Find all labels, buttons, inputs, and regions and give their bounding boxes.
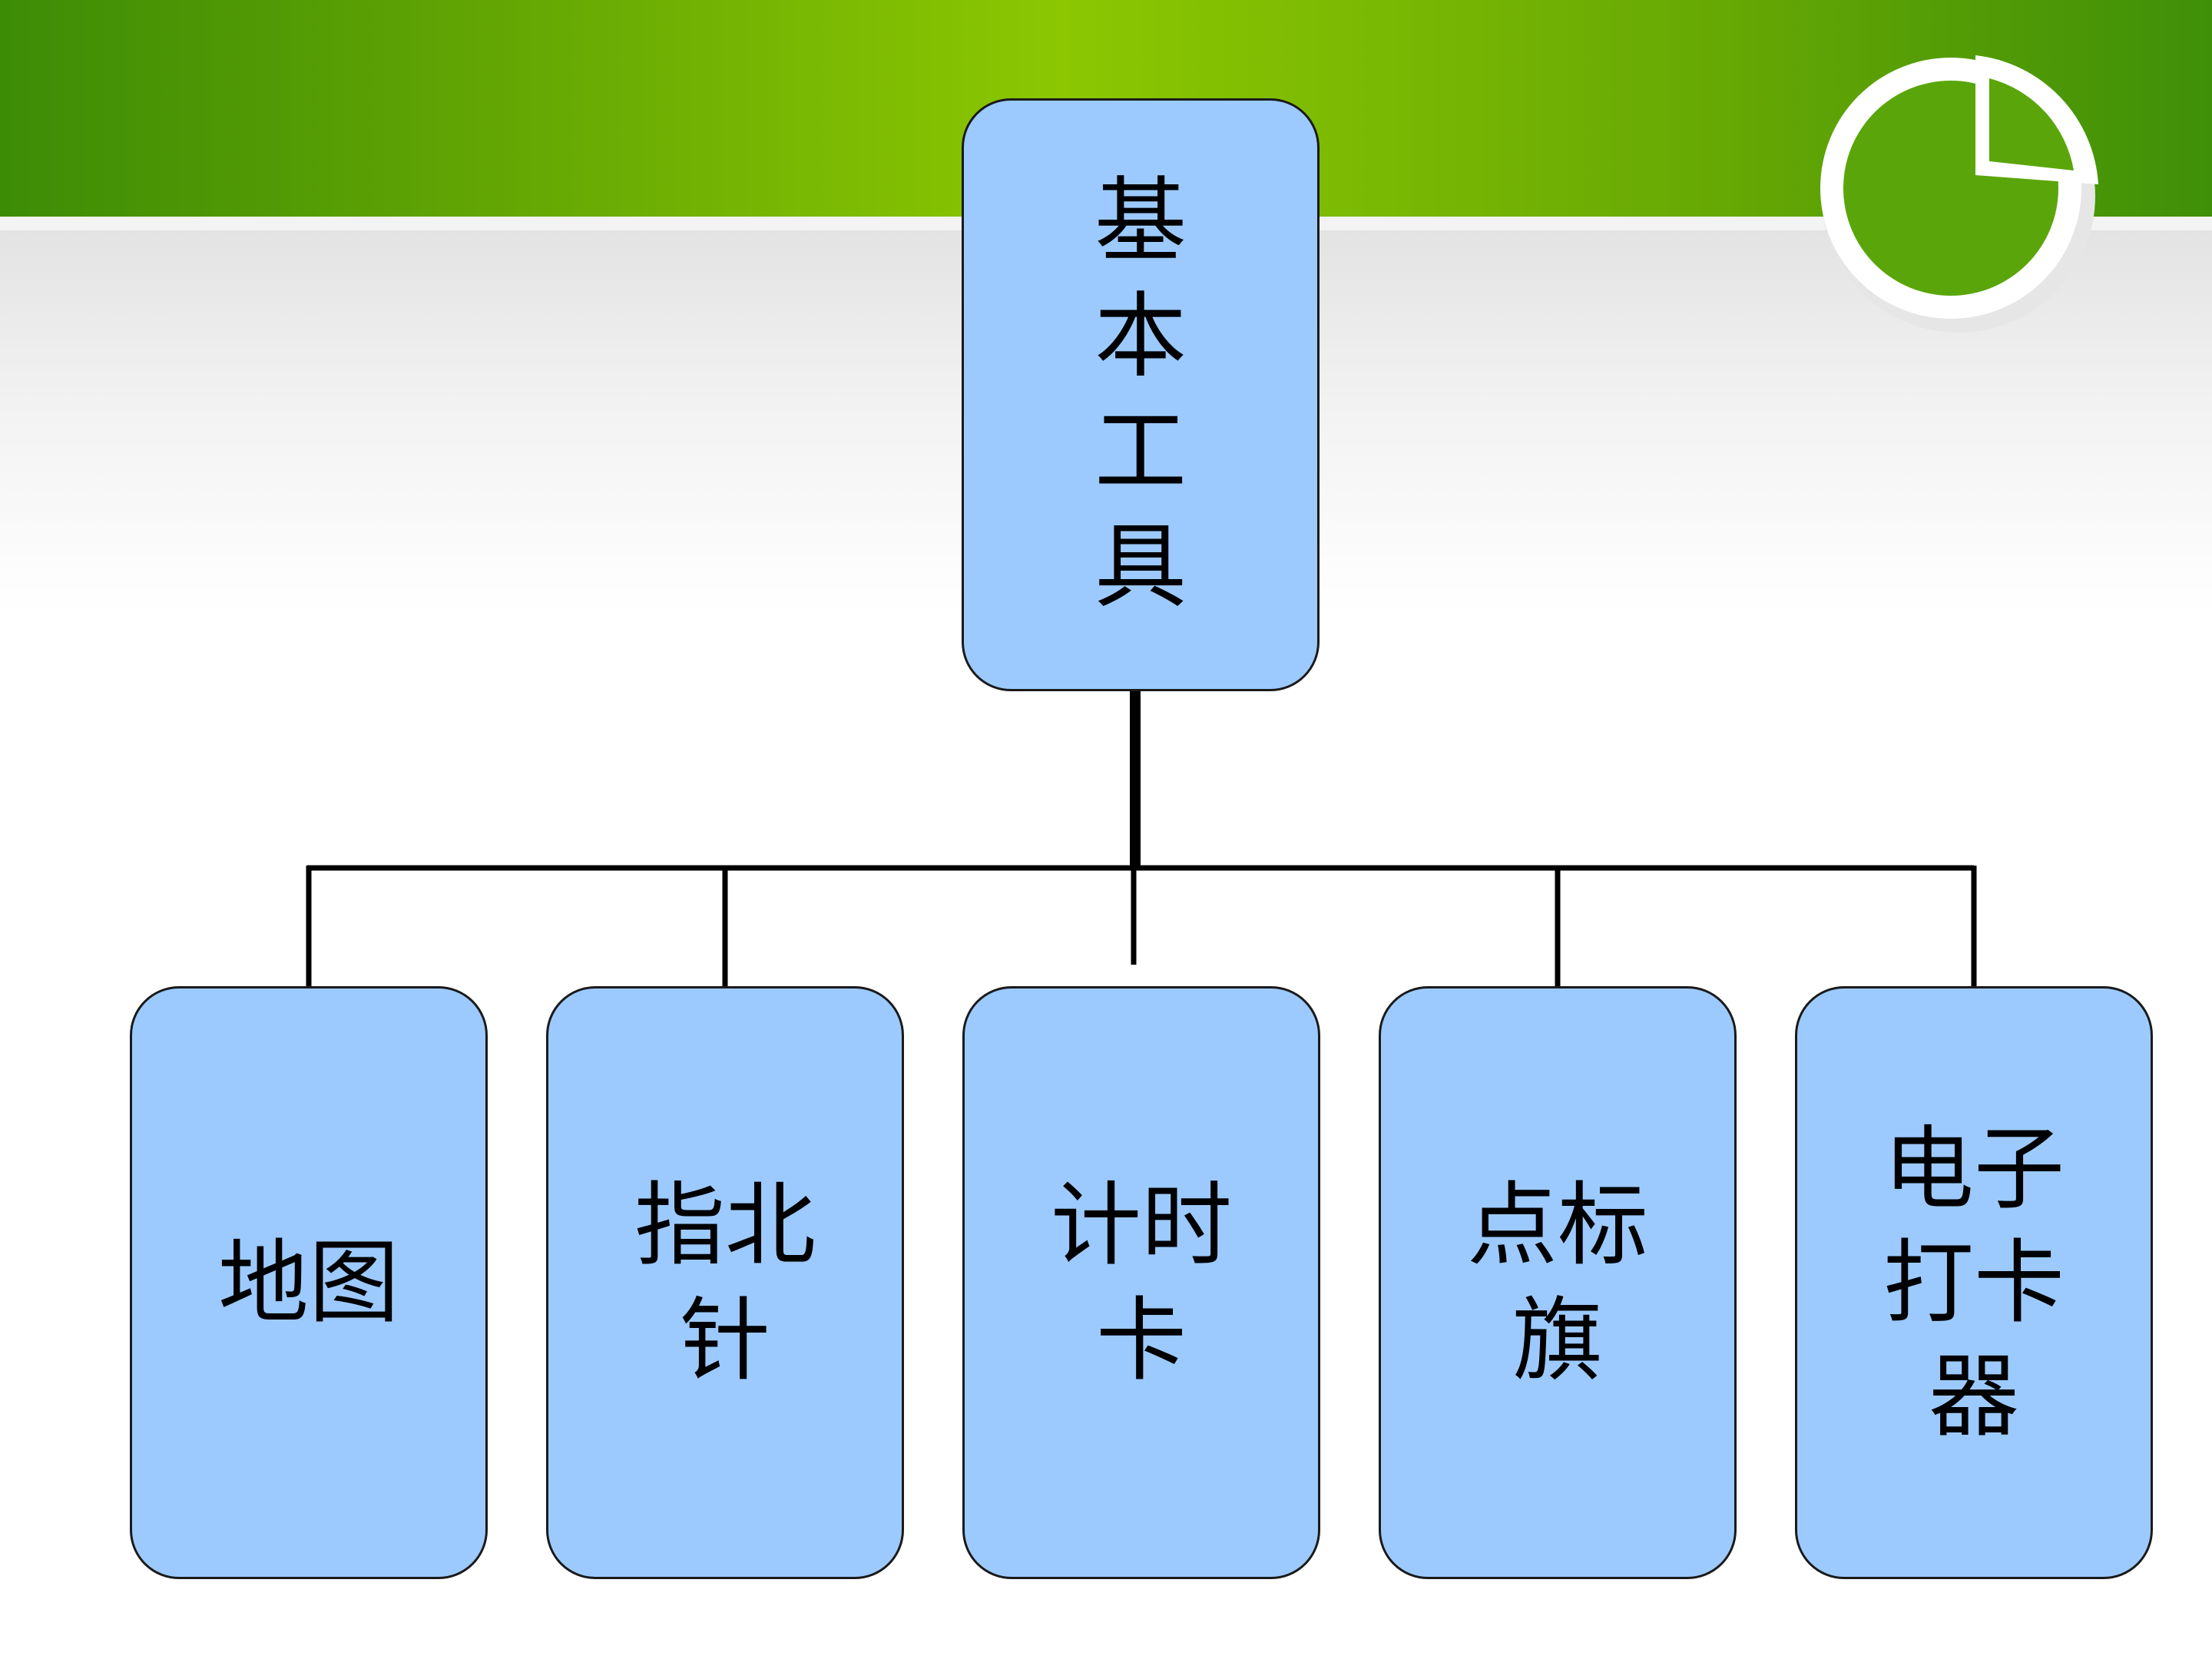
- child-node-label: 计时 卡: [1050, 1172, 1232, 1393]
- child-node-control-flag: 点标 旗: [1379, 986, 1737, 1579]
- child-node-label: 点标 旗: [1466, 1172, 1648, 1393]
- child-node-label: 地图: [217, 1230, 399, 1336]
- child-node-compass: 指北 针: [546, 986, 904, 1579]
- child-node-map: 地图: [130, 986, 488, 1579]
- root-node: 基 本 工 具: [962, 98, 1320, 691]
- child-node-label: 电子 打卡 器: [1883, 1116, 2065, 1449]
- child-node-timing-card: 计时 卡: [962, 986, 1320, 1579]
- child-node-electronic-punch: 电子 打卡 器: [1795, 986, 2153, 1579]
- child-node-label: 指北 针: [634, 1172, 816, 1393]
- pie-chart-logo-icon: [1820, 55, 2098, 333]
- root-node-label: 基 本 工 具: [1094, 168, 1187, 621]
